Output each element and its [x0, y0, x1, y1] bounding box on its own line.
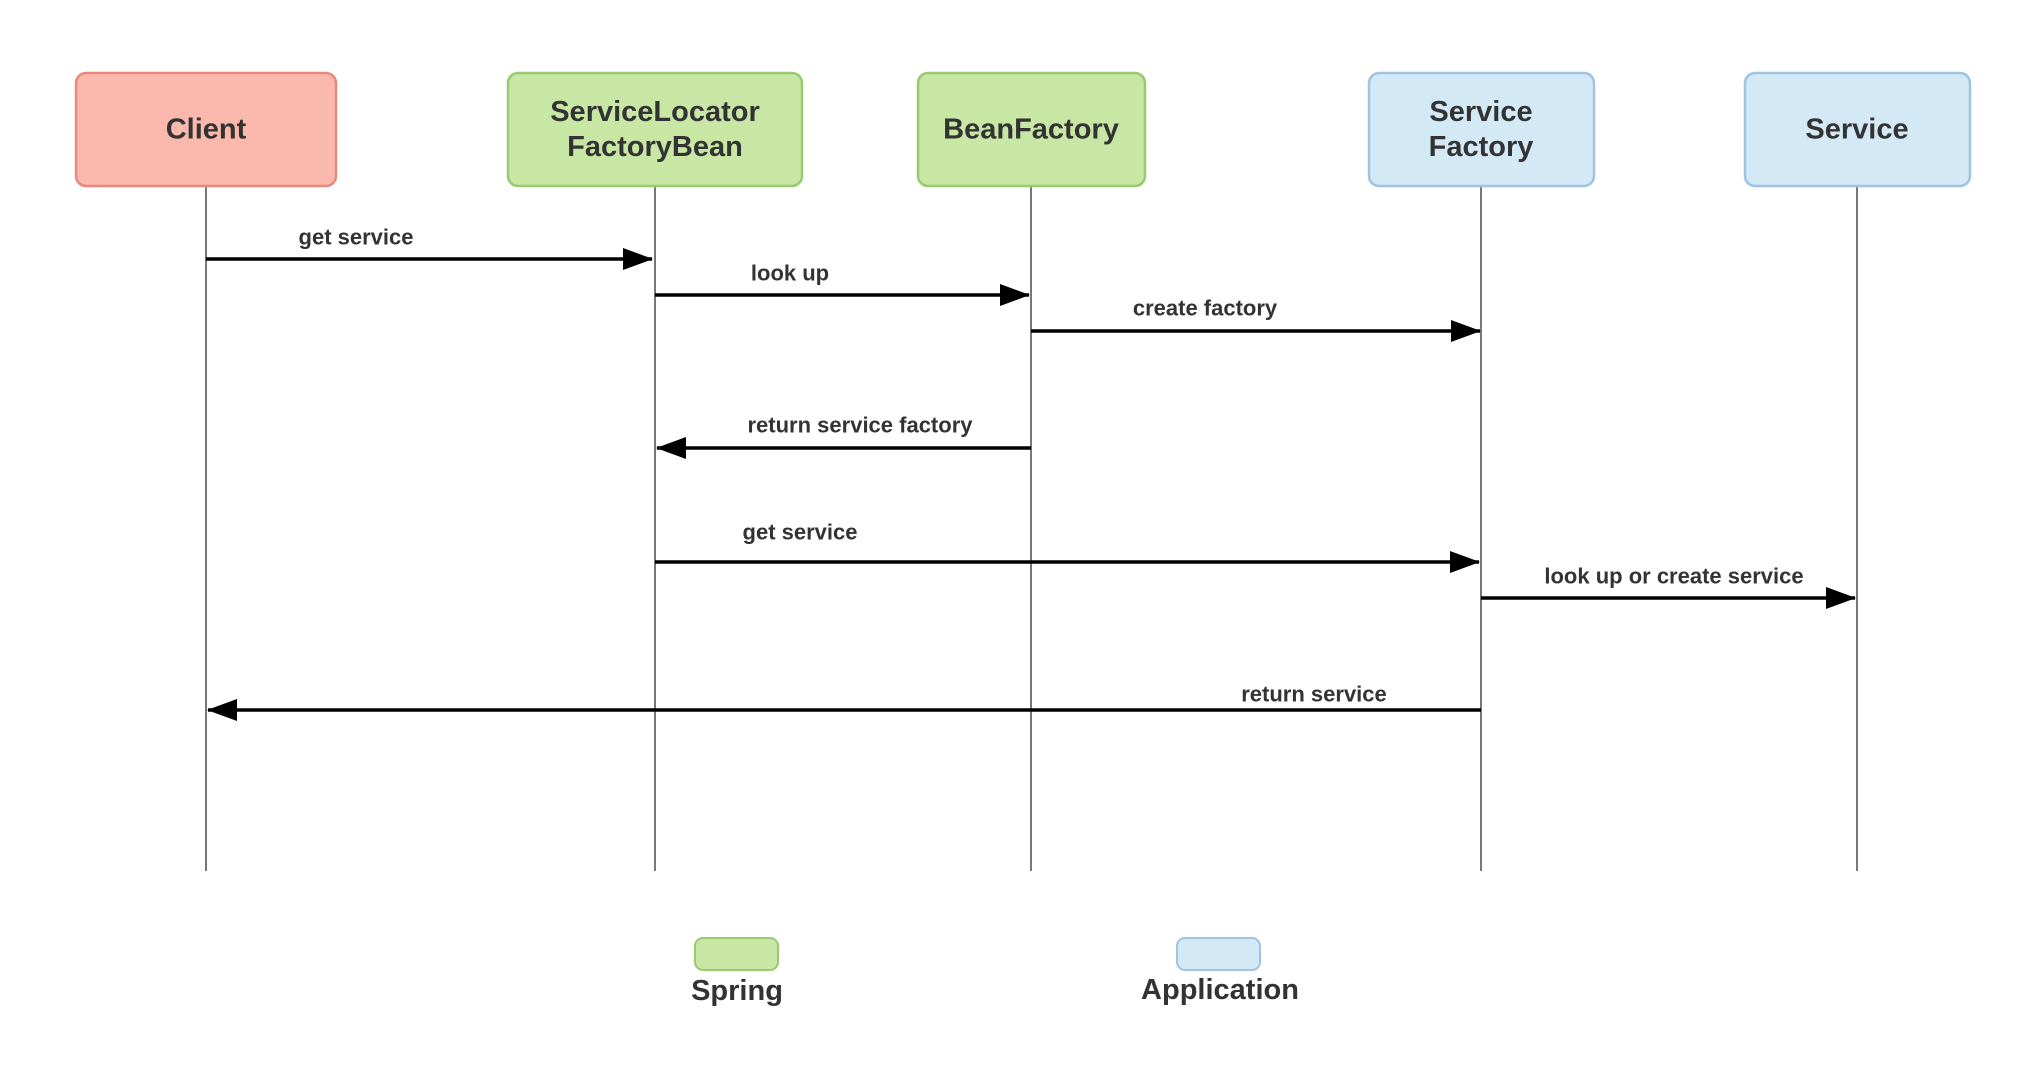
- message-label-2: look up: [751, 261, 829, 286]
- message-label-3: create factory: [1133, 296, 1278, 321]
- actor-label-client: Client: [166, 114, 247, 146]
- message-bean-factory-to-service-locator-factory-bean: return service factory: [656, 413, 1031, 459]
- actor-label-service-locator-factory-bean: ServiceLocator: [550, 96, 760, 128]
- message-label-4: return service factory: [748, 413, 974, 438]
- actor-bean-factory: BeanFactory: [916, 71, 1147, 188]
- message-label-7: return service: [1241, 682, 1387, 707]
- messages-layer: get service look up create factory return s…: [206, 225, 1856, 721]
- message-client-to-service-locator-factory-bean: get service: [206, 225, 653, 270]
- legend-layer: Spring Application: [691, 937, 1299, 1007]
- actor-box-service-locator-factory-bean: [506, 71, 804, 188]
- message-service-factory-to-client: return service: [207, 682, 1481, 721]
- actor-service: Service: [1743, 71, 1972, 188]
- message-label-6: look up or create service: [1544, 564, 1803, 589]
- actor-label-bean-factory: BeanFactory: [943, 114, 1119, 146]
- lifelines-layer: [205, 186, 1858, 871]
- message-service-locator-factory-bean-to-bean-factory: look up: [655, 261, 1030, 306]
- legend-item-spring: Spring: [691, 937, 783, 1007]
- actor-box-client: [74, 71, 338, 188]
- legend-label-application: Application: [1141, 974, 1299, 1006]
- actor-box-bean-factory: [916, 71, 1147, 188]
- message-service-locator-factory-bean-to-service-factory: get service: [655, 520, 1480, 573]
- message-label-1: get service: [299, 225, 414, 250]
- actor-client: Client: [74, 71, 338, 188]
- legend-item-application: Application: [1141, 937, 1299, 1006]
- legend-label-spring: Spring: [691, 975, 783, 1007]
- actor-label-service-factory: Service: [1429, 96, 1532, 128]
- actor-label-service-locator-factory-bean: FactoryBean: [567, 131, 743, 163]
- message-bean-factory-to-service-factory: create factory: [1031, 296, 1481, 342]
- actor-box-service: [1743, 71, 1972, 188]
- legend-swatch-spring: [694, 937, 779, 971]
- message-service-factory-to-service: look up or create service: [1481, 564, 1856, 609]
- actor-box-service-factory: [1367, 71, 1596, 188]
- legend-swatch-application: [1176, 937, 1261, 971]
- actor-label-service-factory: Factory: [1429, 131, 1534, 163]
- message-label-5: get service: [743, 520, 858, 545]
- actor-label-service: Service: [1805, 114, 1908, 146]
